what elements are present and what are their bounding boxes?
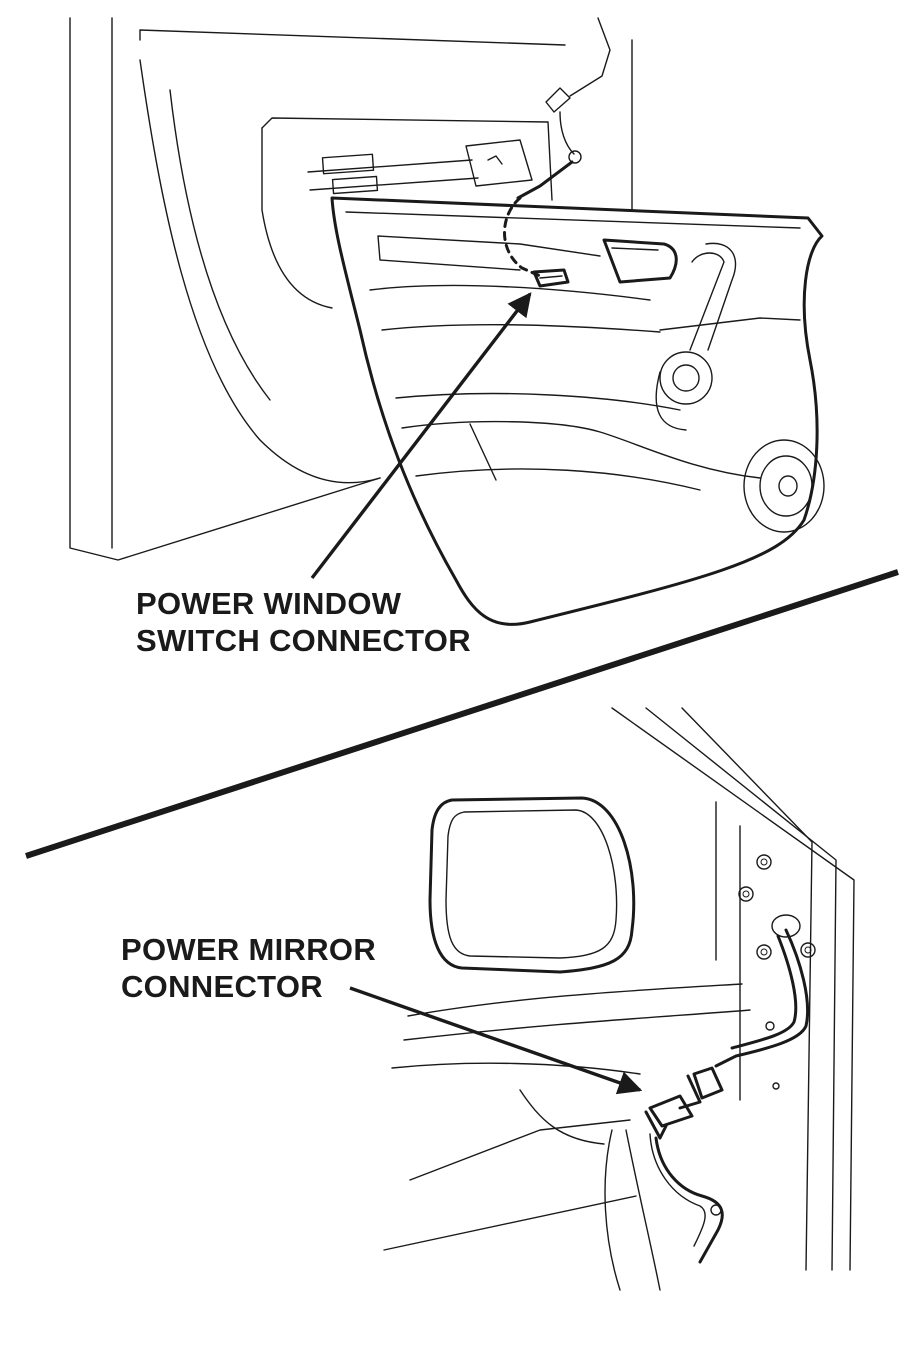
power-mirror-label-line1: POWER MIRROR bbox=[121, 932, 377, 967]
power-window-connector bbox=[532, 268, 570, 288]
mounting-bolts bbox=[738, 854, 816, 1090]
door-frame-outline bbox=[69, 17, 633, 561]
power-mirror-label-line2: CONNECTOR bbox=[121, 969, 323, 1004]
door-pillar-outline bbox=[383, 707, 855, 1291]
section-divider-line bbox=[25, 569, 899, 859]
power-window-connector-label: POWER WINDOW SWITCH CONNECTOR bbox=[136, 585, 471, 659]
door-speaker bbox=[743, 439, 825, 533]
mirror-connector-leader-arrow bbox=[349, 986, 643, 1095]
power-window-label-line1: POWER WINDOW bbox=[136, 586, 402, 621]
side-mirror bbox=[428, 796, 636, 974]
power-mirror-connector-label: POWER MIRROR CONNECTOR bbox=[121, 931, 376, 1005]
door-trim-panel bbox=[330, 196, 824, 626]
wiring-harness-top bbox=[307, 87, 582, 278]
door-pull-handle bbox=[602, 238, 737, 431]
power-window-label-line2: SWITCH CONNECTOR bbox=[136, 623, 471, 658]
window-connector-leader-arrow bbox=[310, 292, 532, 580]
mirror-wiring-harness bbox=[644, 928, 810, 1264]
